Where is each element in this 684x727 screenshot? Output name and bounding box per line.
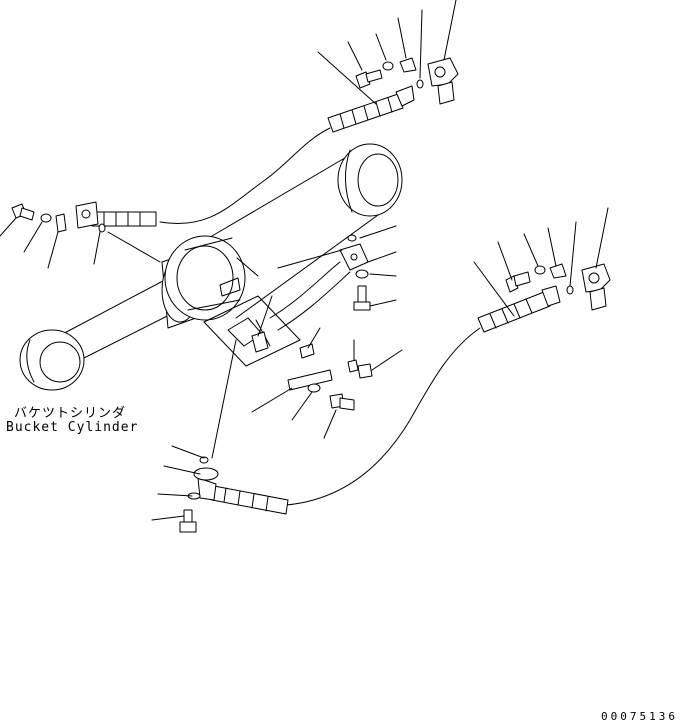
lower-hose: [179, 285, 561, 533]
upper-right-fittings: [355, 57, 459, 105]
right-fittings: [505, 263, 611, 311]
center-fittings: [203, 234, 373, 411]
upper-left-fittings: [11, 203, 106, 233]
drawing-code: 00075136: [601, 710, 678, 723]
upper-hose: [75, 85, 415, 229]
leader-lines: [0, 0, 609, 521]
bucket-cylinder: [19, 143, 403, 391]
part-name-japanese: バケツトシリンダ: [14, 406, 127, 421]
part-name-english: Bucket Cylinder: [6, 420, 139, 435]
